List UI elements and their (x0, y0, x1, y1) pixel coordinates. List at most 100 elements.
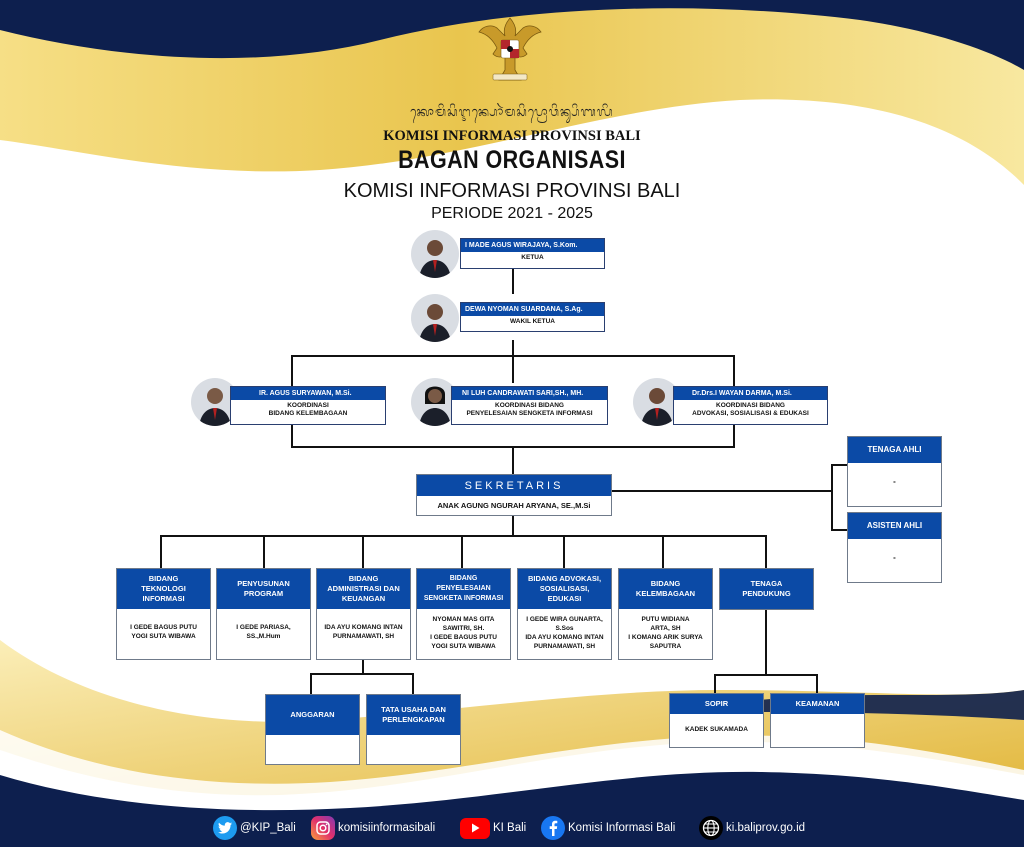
youtube-handle: KI Bali (493, 822, 527, 834)
anggaran-title: ANGGARAN (266, 695, 359, 735)
bidang-title: BIDANG PENYELESAIAN SENGKETA INFORMASI (417, 569, 510, 609)
globe-icon (699, 816, 723, 840)
connector-line (512, 446, 514, 474)
koordinasi-2-box: NI LUH CANDRAWATI SARI,SH., MH. KOORDINA… (451, 386, 608, 425)
connector-line (831, 464, 848, 466)
period-label: PERIODE 2021 - 2025 (431, 205, 593, 222)
twitter-icon (213, 816, 237, 840)
ketua-name: I MADE AGUS WIRAJAYA, S.Kom. (461, 239, 604, 252)
connector-line (310, 673, 414, 675)
bidang-title: BIDANG ADVOKASI, SOSIALISASI, EDUKASI (518, 569, 611, 609)
ketua-photo-avatar (411, 230, 459, 278)
youtube-icon (460, 817, 490, 839)
connector-line (512, 268, 514, 294)
asisten-ahli-value: - (893, 553, 896, 562)
koordinasi-1-box: IR. AGUS SURYAWAN, M.Si. KOORDINASI BIDA… (230, 386, 386, 425)
connector-line (512, 355, 514, 383)
bidang-advokasi-box: BIDANG ADVOKASI, SOSIALISASI, EDUKASI I … (517, 568, 612, 660)
koordinasi-3-name: Dr.Drs.I WAYAN DARMA, M.Si. (674, 387, 827, 400)
ketua-box: I MADE AGUS WIRAJAYA, S.Kom. KETUA (460, 238, 605, 269)
keamanan-box: KEAMANAN (770, 693, 865, 748)
instagram-icon (311, 816, 335, 840)
asisten-ahli-box: ASISTEN AHLI - (847, 512, 942, 583)
facebook-link[interactable]: Komisi Informasi Bali (541, 815, 675, 841)
bidang-title: BIDANG TEKNOLOGI INFORMASI (117, 569, 210, 609)
connector-line (310, 673, 312, 695)
connector-line (362, 657, 364, 674)
sekretaris-box: SEKRETARIS ANAK AGUNG NGURAH ARYANA, SE.… (416, 474, 612, 516)
bidang-person: I GEDE BAGUS PUTU YOGI SUTA WIBAWA (130, 624, 197, 640)
twitter-handle: @KIP_Bali (240, 822, 296, 834)
bidang-person: PUTU WIDIANA ARTA, SH I KOMANG ARIK SURY… (628, 616, 703, 650)
facebook-handle: Komisi Informasi Bali (568, 822, 676, 834)
connector-line (816, 674, 818, 694)
sekretaris-name: ANAK AGUNG NGURAH ARYANA, SE.,M.Si (437, 501, 591, 510)
connector-line (160, 535, 162, 570)
tenaga-ahli-value: - (893, 477, 896, 486)
bidang-title: BIDANG KELEMBAGAAN (619, 569, 712, 609)
website-link[interactable]: ki.baliprov.go.id (699, 815, 805, 841)
wakil-photo-avatar (411, 294, 459, 342)
wakil-ketua-name: DEWA NYOMAN SUARDANA, S.Ag. (461, 303, 604, 316)
instagram-link[interactable]: komisiinformasibali (311, 815, 435, 841)
sopir-title: SOPIR (670, 694, 763, 714)
keamanan-title: KEAMANAN (771, 694, 864, 714)
koordinasi-2-role: KOORDINASI BIDANG PENYELESAIAN SENGKETA … (466, 402, 593, 417)
connector-line (512, 514, 514, 536)
connector-line (765, 608, 767, 675)
ketua-role: KETUA (521, 254, 544, 261)
bidang-person: IDA AYU KOMANG INTAN PURNAMAWATI, SH (324, 624, 403, 640)
instagram-handle: komisiinformasibali (338, 822, 436, 834)
bidang-person: NYOMAN MAS GITA SAWITRI, SH. I GEDE BAGU… (430, 616, 497, 650)
koordinasi-1-role: KOORDINASI BIDANG KELEMBAGAAN (268, 402, 348, 417)
org-name: KOMISI INFORMASI PROVINSI BALI (343, 180, 681, 202)
anggaran-box: ANGGARAN (265, 694, 360, 765)
connector-line (362, 535, 364, 570)
sopir-box: SOPIR KADEK SUKAMADA (669, 693, 764, 748)
bidang-person: I GEDE WIRA GUNARTA, S.Sos IDA AYU KOMAN… (525, 616, 604, 650)
balinese-script-title: ᬓᭀᬫᬶᬲᬶᬇᬦ᭄ᬧᭀᬃᬫᬲᬶᬧ᭄ᬭᭀᬯᬶᬦ᭄ᬲᬶᬩᬮᬶ (410, 105, 614, 120)
bidang-title: TENAGA PENDUKUNG (720, 569, 813, 609)
connector-line (765, 535, 767, 570)
tenaga-pendukung-box: TENAGA PENDUKUNG (719, 568, 814, 610)
bidang-teknologi-informasi-box: BIDANG TEKNOLOGI INFORMASI I GEDE BAGUS … (116, 568, 211, 660)
sekretaris-title: SEKRETARIS (417, 475, 611, 496)
bidang-title: PENYUSUNAN PROGRAM (217, 569, 310, 609)
bidang-administrasi-keuangan-box: BIDANG ADMINISTRASI DAN KEUANGAN IDA AYU… (316, 568, 411, 660)
org-name-top: KOMISI INFORMASI PROVINSI BALI (383, 128, 641, 144)
bidang-person: I GEDE PARIASA, SS.,M.Hum (236, 624, 291, 640)
bidang-kelembagaan-box: BIDANG KELEMBAGAAN PUTU WIDIANA ARTA, SH… (618, 568, 713, 660)
connector-line (831, 464, 833, 530)
connector-line (831, 529, 848, 531)
connector-line (610, 490, 832, 492)
koordinasi-1-name: IR. AGUS SURYAWAN, M.Si. (231, 387, 385, 400)
connector-line (563, 535, 565, 570)
tenaga-ahli-title: TENAGA AHLI (848, 437, 941, 463)
connector-line (263, 535, 265, 570)
youtube-link[interactable]: KI Bali (460, 815, 526, 841)
page-title: BAGAN ORGANISASI (398, 146, 626, 174)
penyusunan-program-box: PENYUSUNAN PROGRAM I GEDE PARIASA, SS.,M… (216, 568, 311, 660)
connector-line (714, 674, 818, 676)
wakil-ketua-role: WAKIL KETUA (509, 318, 556, 325)
connector-line (714, 674, 716, 694)
bidang-title: BIDANG ADMINISTRASI DAN KEUANGAN (317, 569, 410, 609)
garuda-emblem-icon (478, 17, 542, 81)
koordinasi-3-role: KOORDINASI BIDANG ADVOKASI, SOSIALISASI … (692, 402, 809, 417)
koordinasi-2-name: NI LUH CANDRAWATI SARI,SH., MH. (452, 387, 607, 400)
sopir-person: KADEK SUKAMADA (685, 726, 748, 733)
connector-line (512, 340, 514, 356)
connector-line (662, 535, 664, 570)
koordinasi-3-box: Dr.Drs.I WAYAN DARMA, M.Si. KOORDINASI B… (673, 386, 828, 425)
twitter-link[interactable]: @KIP_Bali (213, 815, 296, 841)
tata-usaha-title: TATA USAHA DAN PERLENGKAPAN (367, 695, 460, 735)
tata-usaha-box: TATA USAHA DAN PERLENGKAPAN (366, 694, 461, 765)
connector-line (461, 535, 463, 570)
connector-line (160, 535, 767, 537)
website-url: ki.baliprov.go.id (726, 822, 806, 834)
asisten-ahli-title: ASISTEN AHLI (848, 513, 941, 539)
tenaga-ahli-box: TENAGA AHLI - (847, 436, 942, 507)
bidang-penyelesaian-sengketa-box: BIDANG PENYELESAIAN SENGKETA INFORMASI N… (416, 568, 511, 660)
connector-line (412, 673, 414, 695)
